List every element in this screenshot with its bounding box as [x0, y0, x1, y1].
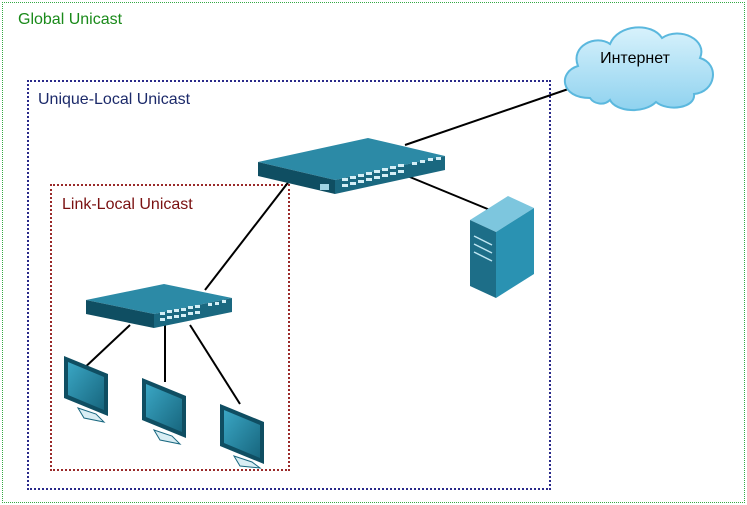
workstation-2-icon	[142, 378, 186, 445]
server-icon	[470, 196, 534, 298]
link-access-pc3	[189, 324, 241, 405]
link-local-unicast-zone	[50, 184, 290, 471]
global-unicast-label: Global Unicast	[18, 11, 123, 28]
link-core-internet	[404, 84, 581, 146]
core-switch-icon	[258, 138, 445, 194]
workstation-3-icon	[220, 404, 264, 469]
access-switch-icon	[86, 284, 232, 328]
workstation-1-icon	[64, 356, 108, 423]
link-access-pc1	[79, 324, 131, 373]
link-core-server	[404, 174, 491, 211]
link-local-unicast-label: Link-Local Unicast	[62, 196, 193, 213]
unique-local-unicast-zone	[27, 80, 551, 490]
unique-local-unicast-label: Unique-Local Unicast	[38, 91, 191, 108]
link-core-access	[204, 179, 291, 291]
network-links	[79, 84, 581, 405]
internet-label: Интернет	[600, 50, 670, 67]
internet-cloud-icon	[563, 26, 714, 111]
